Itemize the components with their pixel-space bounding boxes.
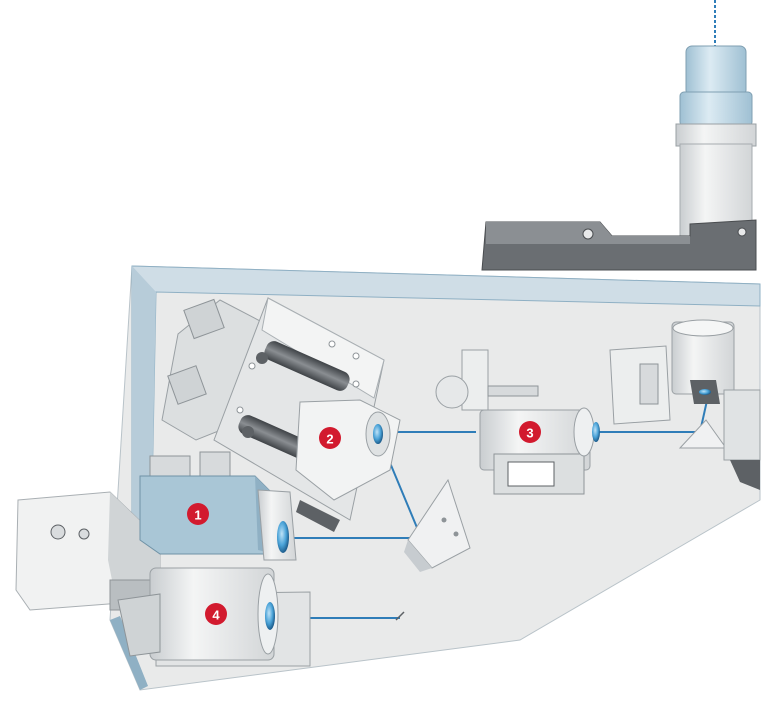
lens-3 [592,422,600,442]
eyepiece [675,0,757,241]
prism-mirror-center [404,478,471,572]
lens-4 [265,602,275,630]
markers: 1 2 3 4 [187,421,541,625]
marker-1-label: 1 [194,508,201,523]
marker-4: 4 [205,603,227,625]
marker-1: 1 [187,503,209,525]
rear-mount-plate [481,219,757,271]
mirror-2 [373,424,383,444]
marker-4-label: 4 [212,608,220,623]
module-2-mirror-mount [161,297,401,532]
marker-3: 3 [519,421,541,443]
marker-2-label: 2 [326,432,333,447]
module-3 [435,349,600,495]
right-detector-module [609,319,761,490]
marker-3-label: 3 [526,426,533,441]
marker-2: 2 [319,427,341,449]
lens-1 [277,521,289,553]
